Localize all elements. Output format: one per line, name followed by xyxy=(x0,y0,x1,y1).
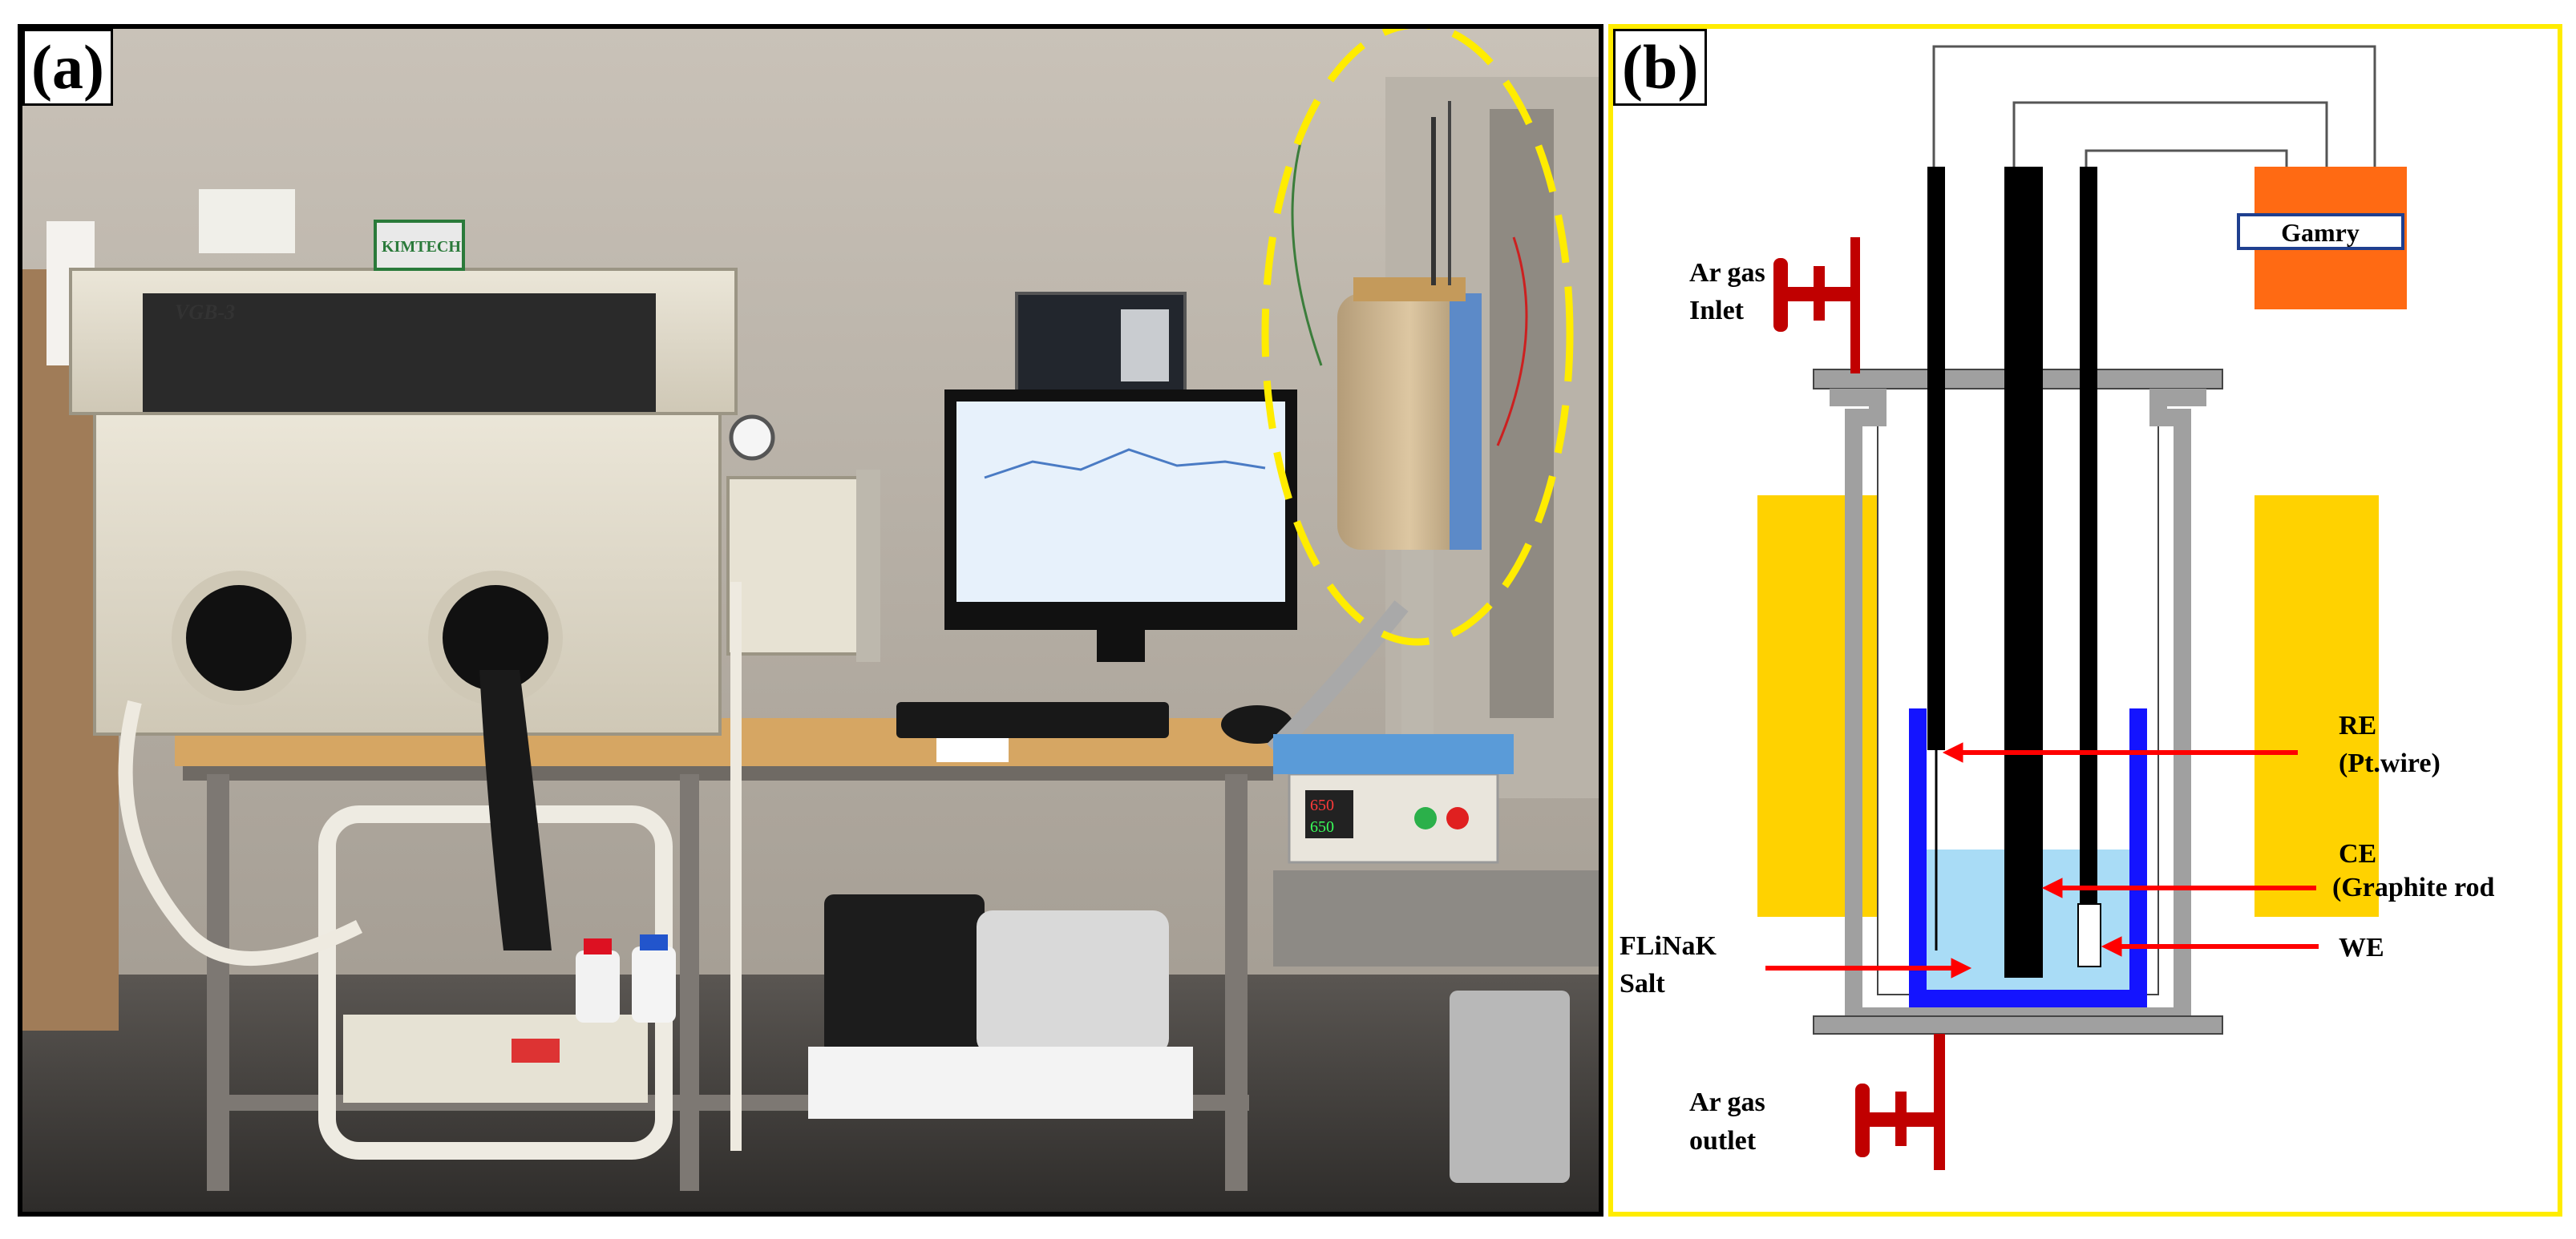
glove-port-left xyxy=(172,571,306,705)
crucible xyxy=(1909,708,2147,1007)
furnace-lid xyxy=(1353,277,1466,301)
bench-leg xyxy=(1225,774,1248,1191)
inlet-stem xyxy=(1781,287,1817,301)
controller-button xyxy=(1446,807,1469,829)
cell-schematic: Gamry xyxy=(1620,45,2495,1170)
ar-inlet-valve xyxy=(1773,237,1860,373)
working-electrode-tip xyxy=(2077,903,2101,967)
pump-body xyxy=(977,910,1169,1055)
monitor-stand xyxy=(1097,630,1145,662)
inlet-wheel xyxy=(1773,258,1788,332)
salt-label-1: FLiNaK xyxy=(1620,931,1717,961)
connection-wires xyxy=(1932,45,2376,167)
inlet-handle xyxy=(1814,266,1825,321)
arrowhead-we xyxy=(2101,936,2122,957)
controller-button xyxy=(1414,807,1437,829)
ar-inlet-label-2: Inlet xyxy=(1689,296,1745,325)
pump-motor xyxy=(824,894,985,1055)
wipes-brand: KIMTECH xyxy=(382,238,461,256)
callout-arrows xyxy=(1765,742,2319,979)
highlight-ellipse xyxy=(1261,29,1574,646)
outlet-stem xyxy=(1863,1112,1899,1127)
glovebox: VGB-3 xyxy=(69,268,880,950)
pressure-gauge xyxy=(729,414,775,461)
metal-bucket xyxy=(1450,991,1570,1183)
outlet-stem xyxy=(1902,1112,1937,1127)
arrowhead-ce xyxy=(2041,878,2063,898)
antechamber xyxy=(726,476,866,656)
outlet-wheel xyxy=(1855,1084,1870,1157)
heater-right xyxy=(2255,495,2379,917)
monitor-screen xyxy=(956,402,1285,602)
bench-leg xyxy=(680,774,699,1191)
ar-outlet-label-1: Ar gas xyxy=(1689,1088,1765,1117)
wire-ce xyxy=(2012,101,2328,167)
glovebox-body xyxy=(93,412,722,736)
ce-label-1: CE xyxy=(2339,839,2376,869)
controller-display xyxy=(1305,790,1353,838)
panel-label-a: (a) xyxy=(22,29,113,106)
wire-re xyxy=(1932,45,2376,167)
outlet-handle xyxy=(1895,1092,1907,1146)
foam-base xyxy=(808,1047,1193,1119)
controller-display-bottom: 650 xyxy=(1310,818,1334,836)
cart-drawer xyxy=(343,1015,648,1103)
hose xyxy=(118,700,363,966)
wipes-box xyxy=(374,220,465,271)
controller-display-top: 650 xyxy=(1310,797,1334,814)
hanging-glove xyxy=(479,670,552,950)
inlet-pipe xyxy=(1850,237,1860,373)
paper-note xyxy=(936,738,1009,762)
lead-wire xyxy=(1291,124,1323,366)
controller-stand-plate xyxy=(1273,734,1514,774)
reference-electrode xyxy=(1927,167,1945,750)
lead-wire xyxy=(1496,236,1528,446)
we-label: WE xyxy=(2339,933,2384,963)
re-label-2: (Pt.wire) xyxy=(2339,749,2441,778)
cart-tag xyxy=(512,1039,560,1063)
bottle-cap xyxy=(640,934,668,950)
re-label-1: RE xyxy=(2339,711,2376,741)
glovebox-window xyxy=(143,293,656,422)
counter-electrode xyxy=(2004,167,2043,978)
arrowhead-re xyxy=(1942,742,1963,763)
outlet-pipe xyxy=(1934,1034,1945,1170)
gamry-label: Gamry xyxy=(2281,218,2360,247)
photo-panel: VGB-3 KIMTECH 650 xyxy=(18,24,1603,1217)
glovebox-model-label: VGB-3 xyxy=(175,301,235,324)
furnace-blue-jacket xyxy=(1450,293,1482,550)
working-electrode-rod xyxy=(2080,167,2097,904)
arrowhead-salt xyxy=(1951,958,1972,979)
potentiostat-vent xyxy=(1121,309,1169,381)
gamry-label-box xyxy=(2237,213,2404,250)
tube-furnace xyxy=(1337,293,1482,550)
screen-plot-line xyxy=(984,448,1266,479)
bottle xyxy=(632,946,676,1023)
flex-hose xyxy=(1267,600,1409,757)
stacked-dishes xyxy=(199,189,295,253)
ce-label-2: (Graphite rod xyxy=(2332,873,2495,902)
ar-inlet-label-1: Ar gas xyxy=(1689,258,1765,288)
keyboard xyxy=(896,702,1169,738)
bottle xyxy=(576,950,620,1023)
salt-label-2: Salt xyxy=(1620,969,1665,999)
bottle-cap xyxy=(584,938,612,954)
vessel-bottom-flange xyxy=(1813,1015,2223,1035)
electrical-box xyxy=(1490,109,1554,718)
bench-leg xyxy=(207,774,229,1191)
bench-frame xyxy=(183,766,1273,781)
panel-label-b: (b) xyxy=(1613,29,1708,106)
lab-setup-photo: VGB-3 KIMTECH 650 xyxy=(22,29,1599,1212)
wire-we xyxy=(2085,149,2288,167)
ar-outlet-label-2: outlet xyxy=(1689,1126,1757,1156)
ar-outlet-valve xyxy=(1855,1034,1945,1170)
side-cabinet xyxy=(1273,870,1599,967)
inlet-stem xyxy=(1820,287,1855,301)
antechamber-door xyxy=(856,470,880,662)
schematic-panel: Gamry xyxy=(1608,24,2562,1217)
